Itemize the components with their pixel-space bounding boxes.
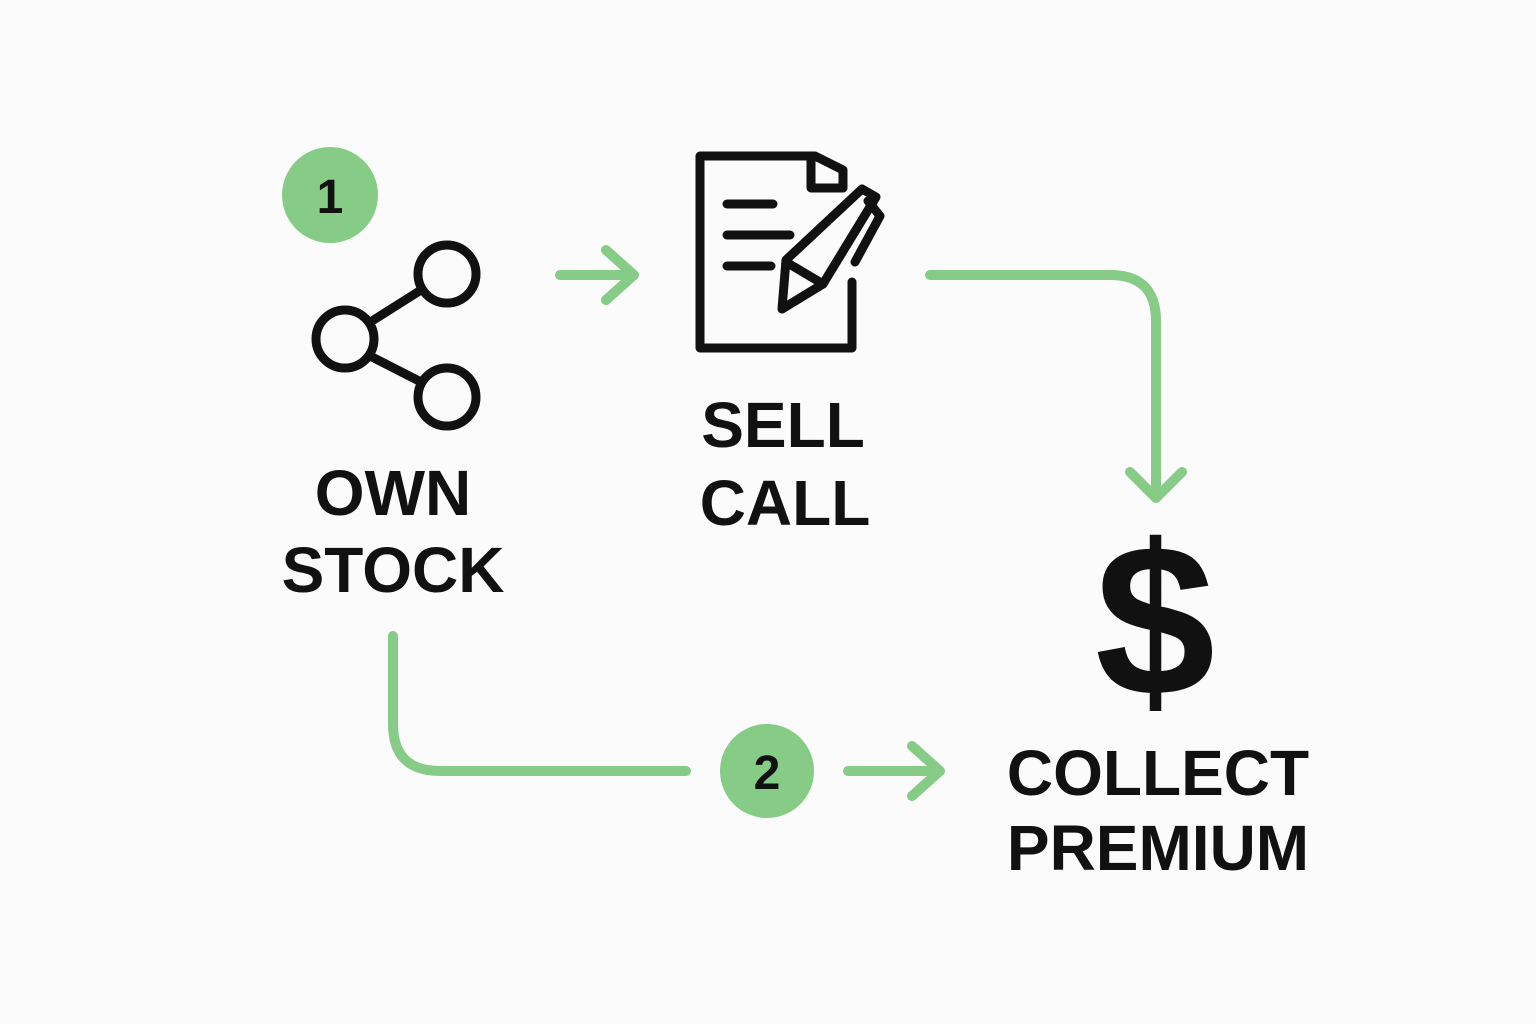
connector-own-to-step2 [388, 631, 691, 776]
node-collect-premium: $ COLLECT PREMIUM [1007, 499, 1309, 884]
own-stock-label-line1: OWN [315, 457, 471, 529]
document-pen-icon [695, 151, 885, 353]
step-number-2: 2 [754, 747, 781, 800]
node-sell-call: SELL CALL [695, 151, 885, 539]
collect-premium-label-line1: COLLECT [1007, 737, 1309, 809]
dollar-sign-icon: $ [1095, 499, 1215, 741]
sell-call-label-line2: CALL [700, 467, 871, 539]
step-number-1: 1 [317, 171, 344, 224]
node-own-stock: OWN STOCK [282, 240, 505, 606]
connectors [388, 245, 1187, 801]
step-badge-1: 1 [282, 147, 378, 243]
sell-call-label-line1: SELL [701, 389, 865, 461]
collect-premium-label-line2: PREMIUM [1007, 812, 1309, 884]
step-badge-2: 2 [720, 724, 814, 818]
arrow-step2-to-collect [843, 741, 945, 801]
share-icon [311, 240, 481, 431]
own-stock-label-line2: STOCK [282, 534, 505, 606]
arrow-own-to-sell [555, 245, 639, 305]
connector-sell-to-collect [925, 270, 1187, 503]
